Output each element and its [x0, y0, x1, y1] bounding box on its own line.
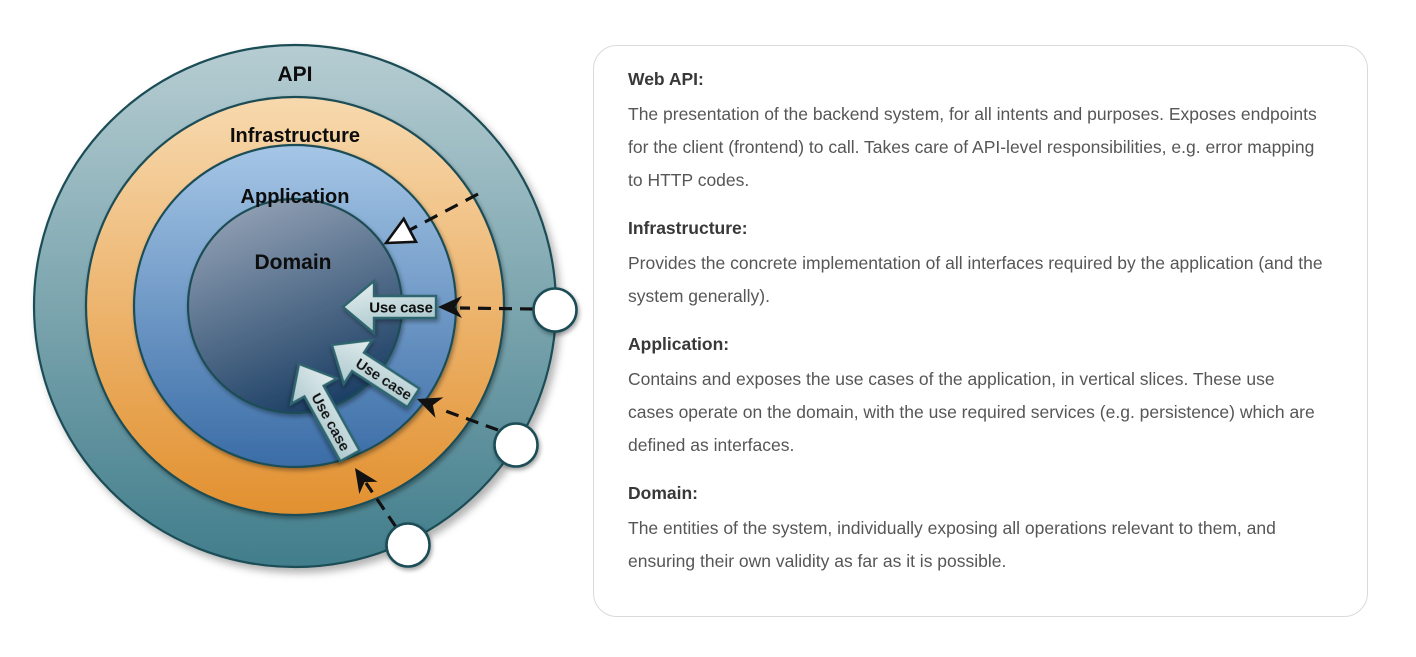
section-heading-application: Application:: [628, 334, 730, 354]
section-body-domain: The entities of the system, individually…: [628, 518, 1276, 571]
use-case-arrow-1: Use case: [341, 278, 438, 336]
use-case-label-1: Use case: [369, 300, 432, 317]
onion-diagram-svg: API Infrastructure Application Domain Us…: [32, 43, 578, 569]
section-domain: Domain: The entities of the system, indi…: [628, 477, 1325, 578]
section-heading-domain: Domain:: [628, 483, 698, 503]
section-body-web-api: The presentation of the backend system, …: [628, 104, 1317, 190]
connector-3: [355, 468, 398, 528]
architecture-diagram: API Infrastructure Application Domain Us…: [0, 0, 600, 657]
connector-1: [438, 296, 534, 318]
section-heading-infrastructure: Infrastructure:: [628, 218, 748, 238]
section-body-infrastructure: Provides the concrete implementation of …: [628, 253, 1323, 306]
ring-label-infrastructure: Infrastructure: [230, 125, 360, 147]
description-panel: Web API: The presentation of the backend…: [593, 45, 1368, 617]
open-dependency-arrow: [383, 192, 479, 245]
section-heading-web-api: Web API:: [628, 69, 704, 89]
interface-lollipop-icon-3: [385, 522, 431, 568]
connector-2: [417, 397, 499, 432]
arrowhead-icon: [355, 468, 378, 495]
ring-label-domain: Domain: [254, 251, 331, 274]
open-arrowhead-icon: [383, 216, 419, 245]
arrowhead-icon: [417, 397, 444, 418]
ring-label-application: Application: [241, 186, 350, 208]
section-web-api: Web API: The presentation of the backend…: [628, 63, 1325, 197]
interface-lollipop-icon-1: [532, 287, 578, 333]
ring-label-api: API: [277, 63, 312, 86]
arrowhead-icon: [438, 296, 462, 318]
section-infrastructure: Infrastructure: Provides the concrete im…: [628, 212, 1325, 313]
section-body-application: Contains and exposes the use cases of th…: [628, 369, 1315, 455]
interface-lollipop-icon-2: [493, 422, 539, 468]
section-application: Application: Contains and exposes the us…: [628, 328, 1325, 462]
